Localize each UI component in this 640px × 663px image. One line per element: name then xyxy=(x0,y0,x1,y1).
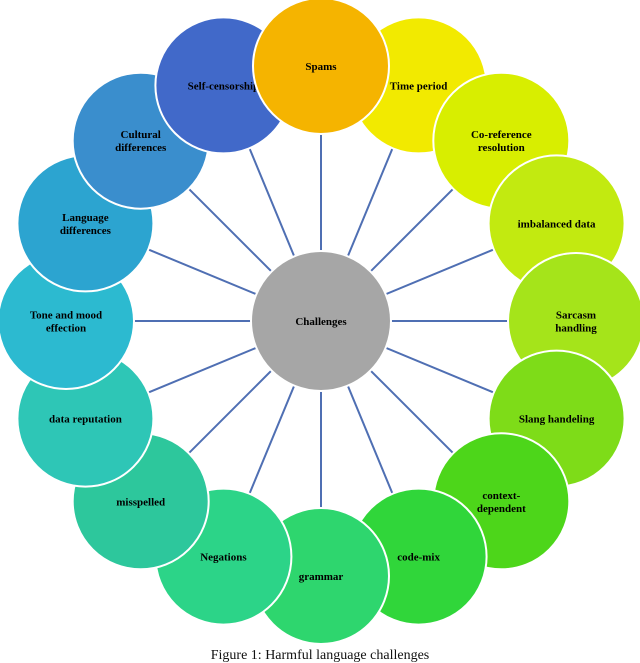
challenge-node-label: Self-censorship xyxy=(188,80,260,92)
challenge-node-label: grammar xyxy=(299,571,344,583)
figure-caption: Figure 1: Harmful language challenges xyxy=(210,648,430,663)
center-node: Challenges xyxy=(250,250,392,392)
challenge-node-label: Slang handeling xyxy=(519,414,595,426)
challenge-node-label: Negations xyxy=(200,552,247,564)
challenge-node-label: imbalanced data xyxy=(518,218,596,230)
challenge-node-label: misspelled xyxy=(116,496,165,508)
challenge-node-label: Spams xyxy=(305,61,337,73)
center-node-label: Challenges xyxy=(295,316,347,328)
challenge-node-label: code-mix xyxy=(397,552,440,564)
challenge-node-label: data reputation xyxy=(49,414,122,426)
center-node-circle xyxy=(250,250,392,392)
challenge-node: Spams xyxy=(252,0,390,135)
challenge-node-circle xyxy=(252,0,390,135)
challenge-node-label: context-dependent xyxy=(477,490,526,515)
challenge-node-label: Time period xyxy=(390,80,448,92)
